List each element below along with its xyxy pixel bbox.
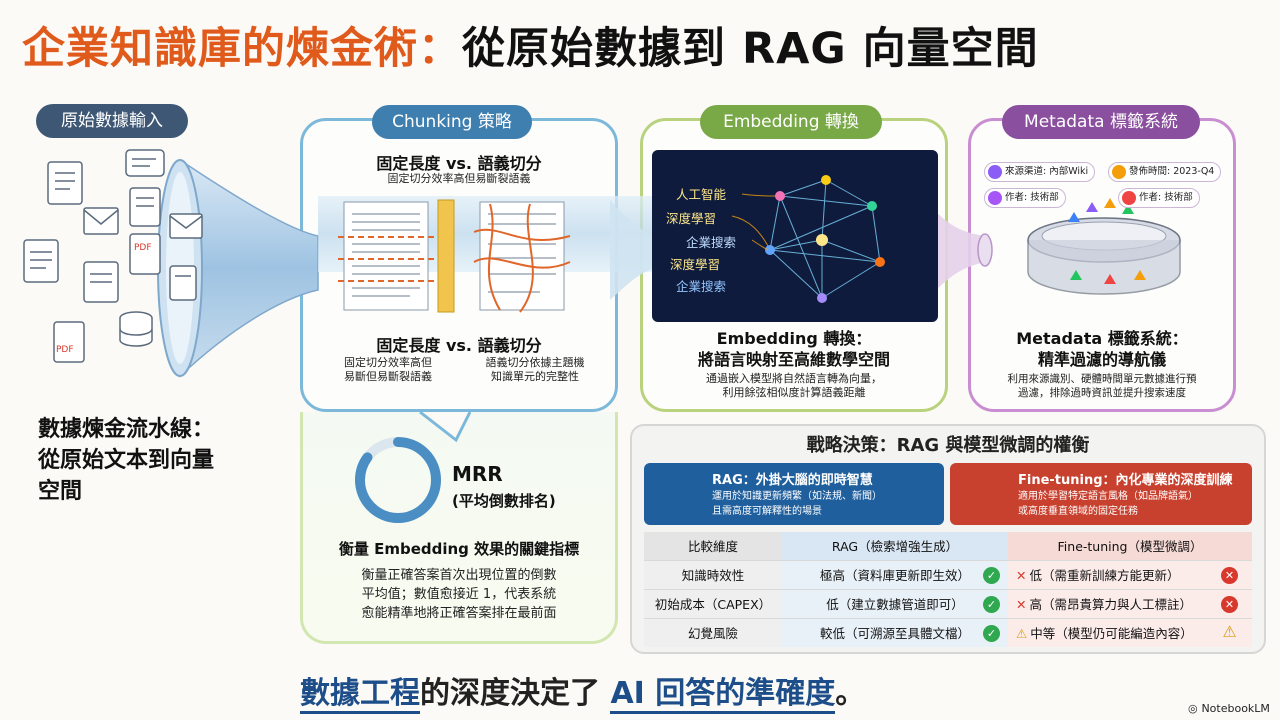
notebooklm-logo-icon: ◎ [1188,702,1202,715]
metadata-heading: Metadata 標籤系統：精準過濾的導航儀 [1016,329,1188,369]
table-cell: 極高（資料庫更新即生效）✓ [782,559,1008,589]
mrr-panel [300,412,618,644]
embedding-desc: 通過嵌入模型將自然語言轉為向量，利用餘弦相似度計算語義距離 [706,372,882,399]
author-tag: 作者: 技術部 [1118,188,1200,208]
check-icon: ✓ [983,595,1000,613]
database-icon [119,311,153,347]
chunking-heading-top: 固定長度 vs. 語義切分 [376,154,542,173]
date-tag: 發佈時間: 2023-Q4 [1108,162,1222,182]
metadata-desc: 利用來源識別、硬體時間單元數據進行預過濾，排除過時資訊並提升搜索速度 [1007,373,1197,399]
finetune-summary-box: Fine-tuning：內化專業的深度訓練 適用於學習特定語言風格（如品牌語氣）… [950,463,1252,525]
document-icon [23,239,59,283]
pdf-file-icon: PDF [53,321,85,363]
x-circle-icon: ✕ [1221,566,1238,584]
pipeline-label: 數據煉金流水線：從原始文本到向量空間 [38,417,215,504]
embed-word: 企業搜索 [686,235,737,250]
document-icon [83,261,119,303]
table-header-row: 比較維度 RAG（檢索增強生成） Fine-tuning（模型微調） [644,532,1252,560]
title-highlight: 企業知識庫的煉金術： [22,24,462,74]
check-icon: ✓ [983,624,1000,642]
table-header: Fine-tuning（模型微調） [1008,532,1252,560]
table-header: 比較維度 [644,532,782,560]
embedding-heading: Embedding 轉換：將語言映射至高維數學空間 [697,329,890,369]
decision-title: 戰略決策：RAG 與模型微調的權衡 [806,435,1090,456]
brand-watermark: ◎ NotebookLM [1188,702,1270,715]
table-row: 知識時效性 極高（資料庫更新即生效）✓ ✕低（需重新訓練方能更新）✕ [644,559,1252,589]
table-header: RAG（檢索增強生成） [782,532,1008,560]
rag-summary-desc: 運用於知識更新頻繁（如法規、新聞）且需高度可解釋性的場景 [712,491,882,517]
table-cell: ✕高（需昂貴算力與人工標註）✕ [1008,588,1252,618]
user-icon [988,191,1002,205]
title-rest: 從原始數據到 RAG 向量空間 [462,24,1039,74]
pdf-label: PDF [134,243,152,253]
ruler-icon [437,199,455,313]
comparison-table: 比較維度 RAG（檢索增強生成） Fine-tuning（模型微調） 知識時效性… [644,532,1252,647]
chat-bubble-icon [125,149,165,177]
pdf-file-icon: PDF [129,233,161,275]
x-circle-icon: ✕ [1221,595,1238,613]
embed-word: 人工智能 [676,187,727,202]
table-row: 初始成本（CAPEX） 低（建立數據管道即可）✓ ✕高（需昂貴算力與人工標註）✕ [644,588,1252,618]
embed-word: 深度學習 [666,211,717,226]
metadata-filter-illustration [1027,198,1181,295]
pdf-label: PDF [56,345,74,355]
page-title: 企業知識庫的煉金術：從原始數據到 RAG 向量空間 [22,14,1262,78]
mrr-desc: 衡量正確答案首次出現位置的倒數平均值；數值愈接近 1，代表系統愈能精準地將正確答… [361,568,557,621]
finetune-summary-desc: 適用於學習特定語言風格（如品牌語氣）或高度垂直領域的固定任務 [1018,491,1198,517]
footer-statement: 數據工程的深度決定了 AI 回答的準確度。 [300,668,1000,714]
finetune-summary-title: Fine-tuning：內化專業的深度訓練 [1018,473,1233,488]
semantic-chunk-desc: 語義切分依據主題機知識單元的完整性 [485,356,585,383]
table-cell: 幻覺風險 [644,617,782,647]
table-row: 幻覺風險 較低（可溯源至具體文檔）✓ ⚠中等（模型仍可能編造內容）⚠ [644,617,1252,647]
check-icon: ✓ [983,566,1000,584]
rag-summary-title: RAG：外掛大腦的即時智慧 [712,473,873,488]
calendar-icon [1112,165,1126,179]
input-label: 原始數據輸入 [36,104,188,138]
mail-icon [83,207,119,235]
x-icon: ✕ [1016,597,1027,612]
table-cell: 知識時效性 [644,559,782,589]
x-icon: ✕ [1016,568,1027,583]
document-icon [129,187,161,227]
embedding-illustration [652,150,938,322]
table-cell: ✕低（需重新訓練方能更新）✕ [1008,559,1252,589]
embedding-label: Embedding 轉換 [700,105,882,139]
user-icon [1122,191,1136,205]
mrr-ring-gauge [355,437,441,523]
chunking-heading-bottom: 固定長度 vs. 語義切分 [376,336,542,355]
embed-word: 深度學習 [670,257,721,272]
mrr-heading: 衡量 Embedding 效果的關鍵指標 [338,540,580,558]
rag-summary-box: RAG：外掛大腦的即時智慧 運用於知識更新頻繁（如法規、新聞）且需高度可解釋性的… [644,463,944,525]
metadata-label: Metadata 標籤系統 [1002,105,1200,139]
globe-icon [988,165,1002,179]
table-cell: ⚠中等（模型仍可能編造內容）⚠ [1008,617,1252,647]
mrr-title: MRR [452,462,503,486]
chunking-label: Chunking 策略 [372,105,532,139]
chunking-subtitle: 固定切分效率高但易斷裂語義 [387,172,531,185]
document-icon [169,265,197,301]
warning-icon: ⚠ [1016,626,1028,642]
document-icon [47,161,83,205]
table-cell: 初始成本（CAPEX） [644,588,782,618]
raw-documents-cluster: PDF PDF [23,149,203,363]
author-tag: 作者: 技術部 [984,188,1066,208]
mail-icon [169,213,203,239]
warning-icon: ⚠ [1222,621,1237,641]
table-cell: 低（建立數據管道即可）✓ [782,588,1008,618]
embed-word: 企業搜索 [676,279,727,294]
table-cell: 較低（可溯源至具體文檔）✓ [782,617,1008,647]
mrr-subtitle: (平均倒數排名) [452,492,556,510]
fixed-chunk-desc: 固定切分效率高但易斷但易斷裂語義 [344,356,432,383]
source-tag: 來源渠道: 內部Wiki [984,162,1096,182]
chunking-illustration [338,199,571,313]
